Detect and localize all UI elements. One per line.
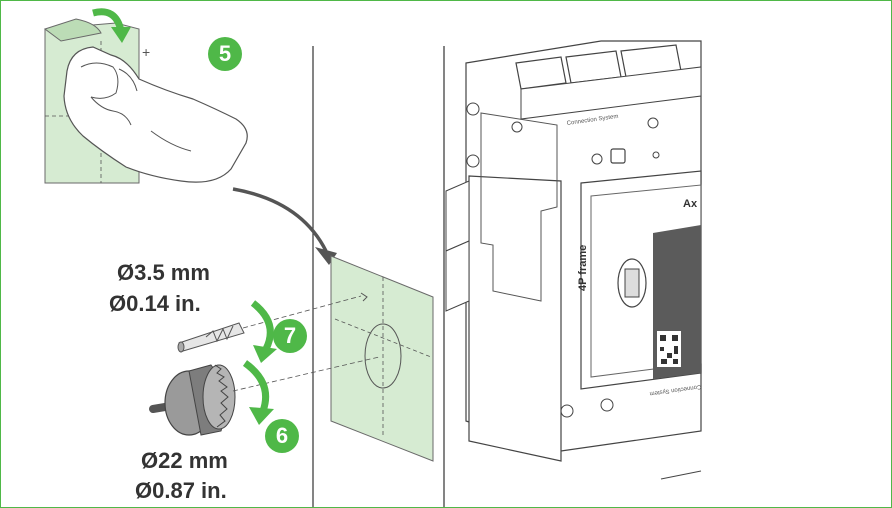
drill-size-metric: Ø3.5 mm [117, 260, 210, 285]
step-6-badge: 6 [265, 419, 299, 453]
circuit-breaker-device: Connection System Connection System Ax 4… [445, 40, 702, 480]
step-7-badge: 7 [273, 319, 307, 353]
move-arrow-icon [232, 187, 337, 265]
svg-text:+: + [142, 44, 150, 60]
holesaw-size-metric: Ø22 mm [141, 448, 228, 473]
brand-label: Ax [683, 198, 698, 210]
drill-size-imperial: Ø0.14 in. [109, 291, 201, 316]
hand-icon [63, 46, 248, 183]
template-sticker-panel [330, 255, 434, 462]
holesaw-size-imperial: Ø0.87 in. [135, 478, 227, 503]
rotate-arrow-drill-icon [250, 300, 277, 363]
rotate-arrow-holesaw-icon [242, 360, 274, 425]
step-5-badge: 5 [208, 37, 242, 71]
curved-arrow-peel-icon [92, 8, 131, 43]
drill-bit-icon [177, 295, 362, 353]
hole-saw-icon [149, 356, 380, 436]
frame-label: 4P frame [577, 245, 589, 291]
